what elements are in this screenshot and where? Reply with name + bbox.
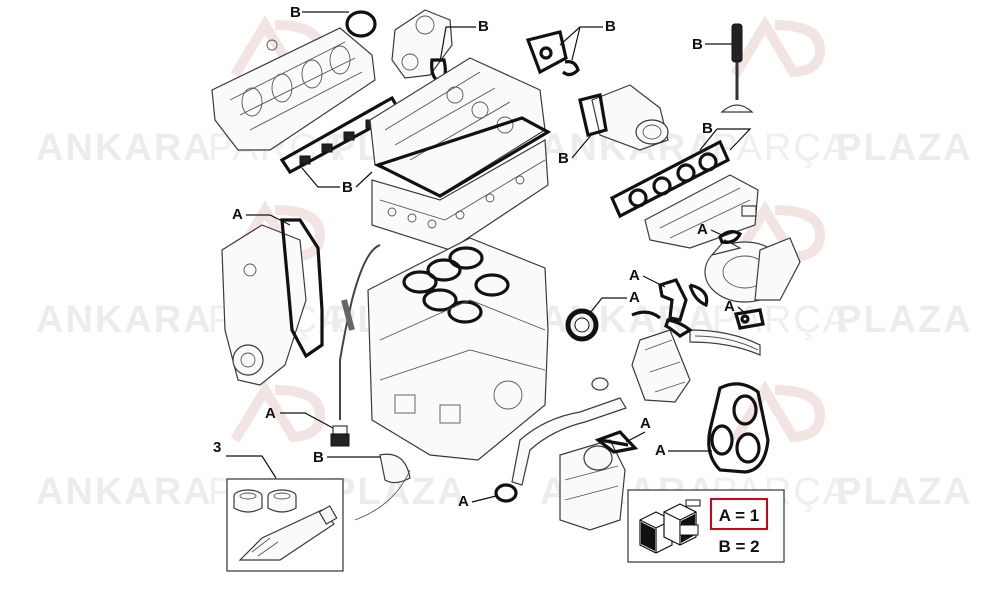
timing-cover — [221, 224, 307, 386]
cylinder-head — [371, 139, 549, 251]
turbo-gasket-small — [733, 308, 765, 330]
o-ring-bottom — [494, 483, 518, 503]
callout-a-rear-main-seal: A — [629, 289, 640, 306]
bracket-gasket — [599, 438, 629, 447]
engine-block — [367, 237, 549, 461]
callout-a-timing-gasket: A — [232, 206, 243, 223]
callout-b-valve: B — [692, 36, 703, 53]
legend-b-entry: B = 2 — [718, 537, 759, 556]
oil-drain-plug — [330, 425, 350, 447]
watermark-word-plaza: PLAZA — [836, 471, 973, 513]
water-outlet-housing — [591, 84, 669, 151]
exhaust-manifold-gasket — [609, 139, 731, 219]
turbo-oil-feed-gasket — [658, 278, 688, 322]
sealant-pouch-trail — [354, 469, 411, 521]
callout-b-sealant: B — [313, 449, 324, 466]
o-ring-top — [345, 10, 377, 38]
turbo-gasket-small-hole — [740, 314, 750, 324]
callout-b-intake-head-gaskets: B — [342, 179, 353, 196]
watermark-word-ankara: ANKARA — [36, 471, 213, 513]
exhaust-manifold — [644, 174, 759, 249]
callout-a-oil-cooler-gasket: A — [655, 442, 666, 459]
callout-a-turbo-oil-gasket: A — [629, 267, 640, 284]
watermark-word-plaza: PLAZA — [836, 127, 973, 169]
watermark-word-ankara: ANKARA — [36, 299, 213, 341]
cat-converter-clamp — [631, 310, 662, 320]
watermark-word-plaza: PLAZA — [836, 299, 973, 341]
coolant-pipe — [511, 377, 627, 486]
turbocharger — [704, 237, 801, 303]
timing-cover-gasket — [280, 218, 324, 359]
thermostat-gasket-hole — [539, 46, 553, 60]
exhaust-manifold-gasket-ports — [628, 152, 718, 208]
callout-3-kit: 3 — [213, 439, 221, 456]
legend-box: A = 1 B = 2 — [627, 489, 785, 563]
callout-a-o-ring-bottom: A — [458, 493, 469, 510]
bearing-shell — [233, 489, 263, 513]
callout-a-turbo-small-gasket: A — [724, 298, 735, 315]
rear-main-seal — [565, 308, 599, 342]
bearing-shell — [267, 489, 297, 513]
callout-b-thermostat-gasket: B — [605, 18, 616, 35]
callout-b-exhaust-gasket: B — [702, 120, 713, 137]
callouts: B B B B B B B A A A A A — [213, 4, 752, 510]
sealant-tube — [238, 505, 338, 561]
dipstick-tube — [339, 244, 381, 420]
oil-filter-housing — [559, 439, 626, 531]
thermostat-gasket — [525, 30, 568, 75]
legend-highlight-frame — [710, 498, 768, 530]
callout-b-egr-gasket: B — [478, 18, 489, 35]
watermark-word-parca: PARÇA — [712, 127, 850, 169]
callout-b-o-ring: B — [290, 4, 301, 21]
turbo-flange-gasket — [688, 283, 709, 308]
legend-package-icon — [639, 499, 701, 554]
callout-a-oil-filter-gasket: A — [640, 415, 651, 432]
turbo-gasket-top — [718, 230, 743, 244]
catalytic-converter — [631, 329, 691, 403]
watermark-word-parca: PARÇA — [712, 299, 850, 341]
item-3-kit-box — [226, 478, 344, 572]
intake-manifold — [211, 27, 376, 151]
watermark-word-ankara: ANKARA — [36, 127, 213, 169]
engine-valve — [720, 23, 754, 113]
turbo-oil-return-gasket — [664, 318, 693, 338]
egr-cooler-pipe — [689, 329, 761, 356]
legend-a-entry: A = 1 — [719, 506, 759, 525]
callout-b-water-outlet-gasket: B — [558, 150, 569, 167]
cylinder-head-cover-gasket — [373, 116, 552, 198]
callout-a-drain-plug: A — [265, 405, 276, 422]
oil-cooler-gasket — [707, 382, 770, 474]
oil-filter-gasket — [594, 430, 639, 454]
small-o-ring — [561, 60, 580, 77]
callout-a-turbo-gasket-top: A — [697, 221, 708, 238]
water-outlet-gasket — [578, 93, 608, 137]
sealant-pouch — [379, 453, 411, 484]
